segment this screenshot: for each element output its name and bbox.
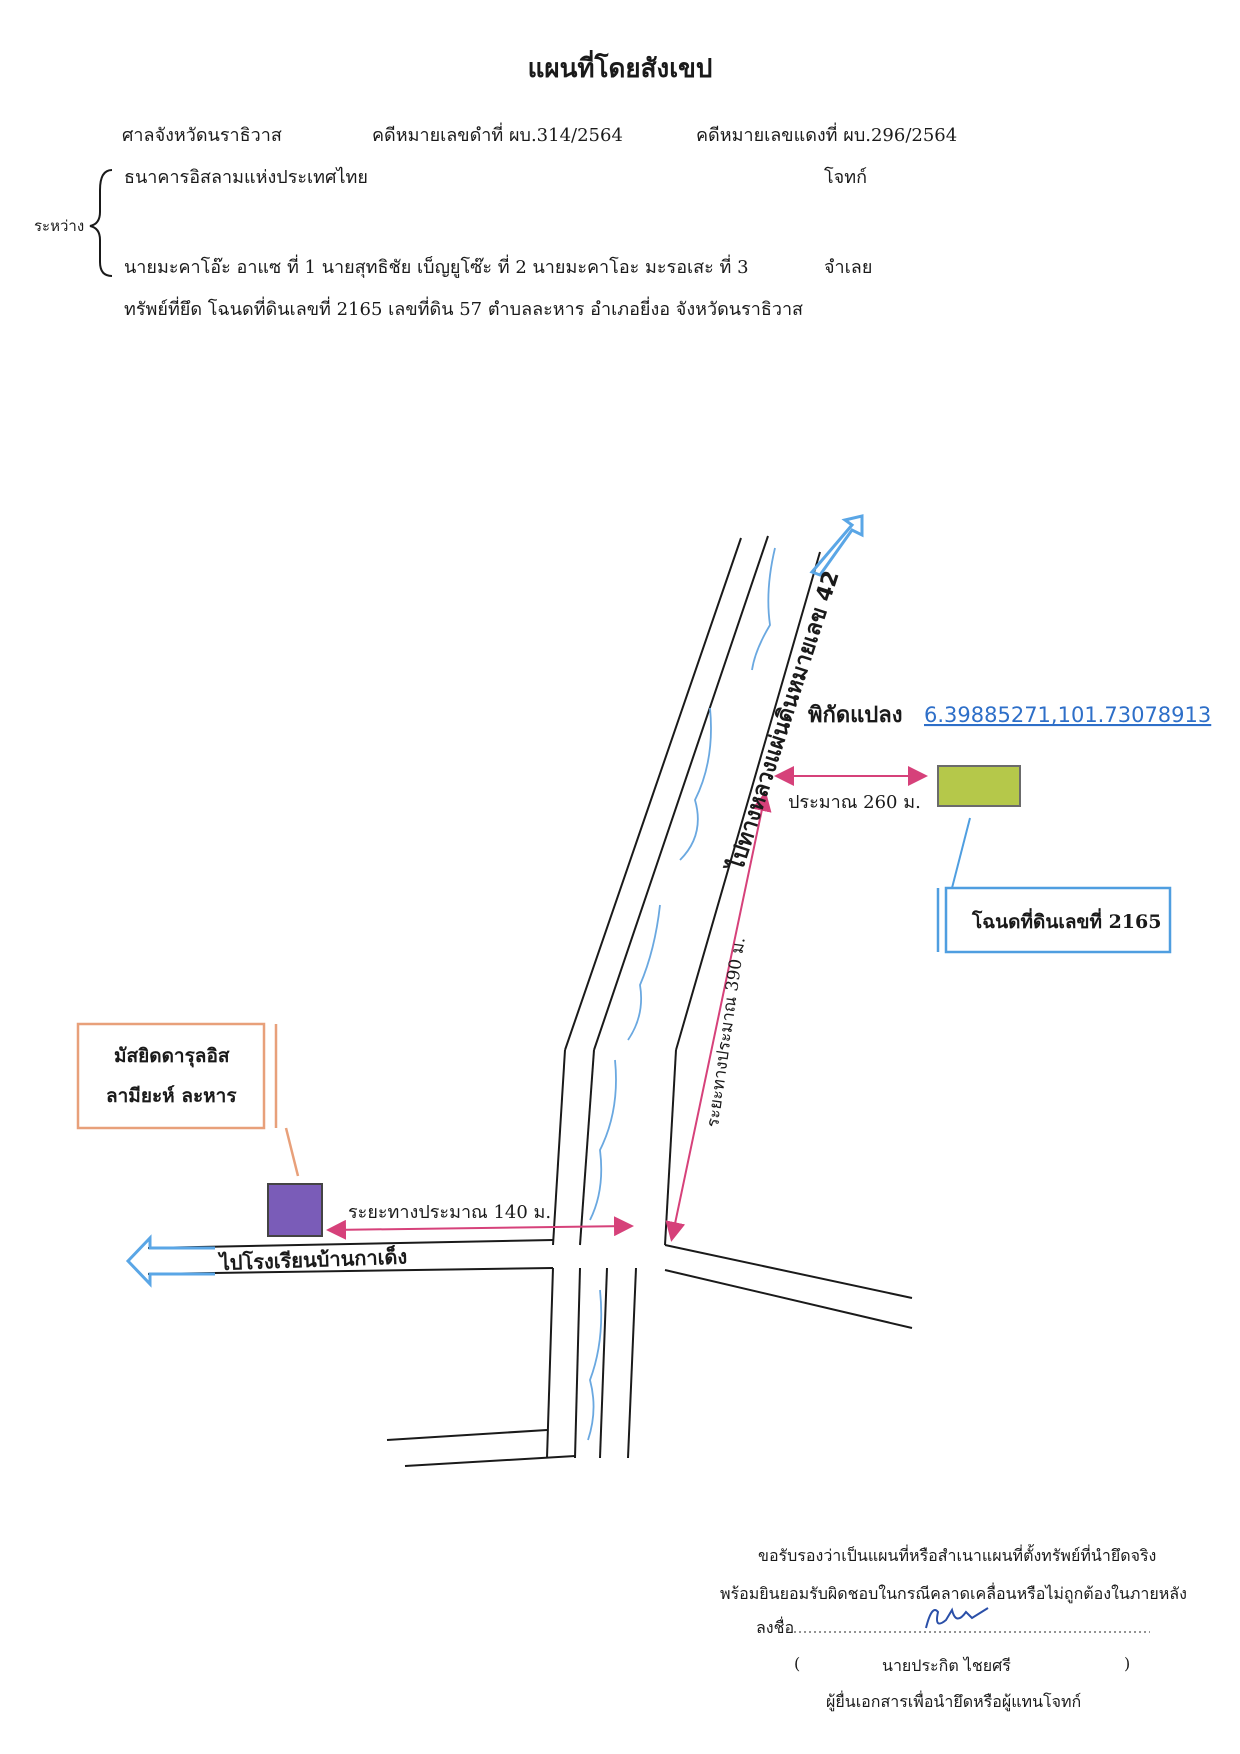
signature-scribble [925, 1607, 989, 1629]
signer-name: นายประกิต ไชยศรี [882, 1656, 1011, 1675]
coords-label: พิกัดแปลง [808, 703, 902, 728]
distance-label-140: ระยะทางประมาณ 140 ม. [348, 1202, 551, 1223]
highway-direction-arrow [809, 514, 864, 577]
between-label: ระหว่าง [34, 217, 85, 235]
distance-arrow-390 [665, 791, 772, 1242]
signer-open-paren: ( [794, 1654, 801, 1673]
sign-label: ลงชื่อ [756, 1618, 795, 1637]
plaintiff-role: โจทก์ [824, 167, 867, 188]
main-road [546, 535, 821, 1459]
creek [587, 547, 776, 1441]
defendant-role: จำเลย [824, 257, 873, 278]
school-direction-arrow [125, 1234, 215, 1288]
mosque-marker [267, 1183, 323, 1237]
signer-role: ผู้ยื่นเอกสารเพื่อนำยึดหรือผู้แทนโจทก์ [826, 1692, 1082, 1711]
seized-property: ทรัพย์ที่ยึด โฉนดที่ดินเลขที่ 2165 เลขที… [124, 299, 804, 320]
coords-link: 6.39885271,101.73078913 [924, 703, 1211, 727]
black-case-number: คดีหมายเลขดำที่ ผบ.314/2564 [372, 125, 623, 146]
land-plot [937, 765, 1021, 807]
signer-close-paren: ) [1124, 1654, 1131, 1673]
between-brace [89, 169, 113, 277]
deed-pointer [951, 817, 971, 889]
distance-label-260: ประมาณ 260 ม. [788, 792, 921, 813]
west-road [147, 1239, 913, 1467]
distance-arrow-140 [326, 1216, 634, 1240]
distance-label-390: ระยะทางประมาณ 390 ม. [703, 936, 750, 1129]
deed-label: โฉนดที่ดินเลขที่ 2165 [971, 908, 1161, 933]
certify-line-1: ขอรับรองว่าเป็นแผนที่หรือสำเนาแผนที่ตั้ง… [758, 1546, 1157, 1565]
mosque-name-line2: ลามียะห์ ละหาร [106, 1085, 237, 1107]
court-name: ศาลจังหวัดนราธิวาส [122, 125, 282, 146]
certify-line-2: พร้อมยินยอมรับผิดชอบในกรณีคลาดเคลื่อนหรื… [720, 1584, 1187, 1603]
deed-frame [936, 886, 1172, 954]
plaintiff-name: ธนาคารอิสลามแห่งประเทศไทย [124, 167, 368, 188]
defendants-names: นายมะคาโอ๊ะ อาแซ ที่ 1 นายสุทธิชัย เบ็ญย… [124, 257, 749, 278]
mosque-name-line1: มัสยิดดารุลอิส [114, 1045, 230, 1068]
page-title: แผนที่โดยสังเขป [527, 54, 713, 84]
red-case-number: คดีหมายเลขแดงที่ ผบ.296/2564 [696, 125, 958, 146]
mosque-frame [76, 1022, 300, 1177]
